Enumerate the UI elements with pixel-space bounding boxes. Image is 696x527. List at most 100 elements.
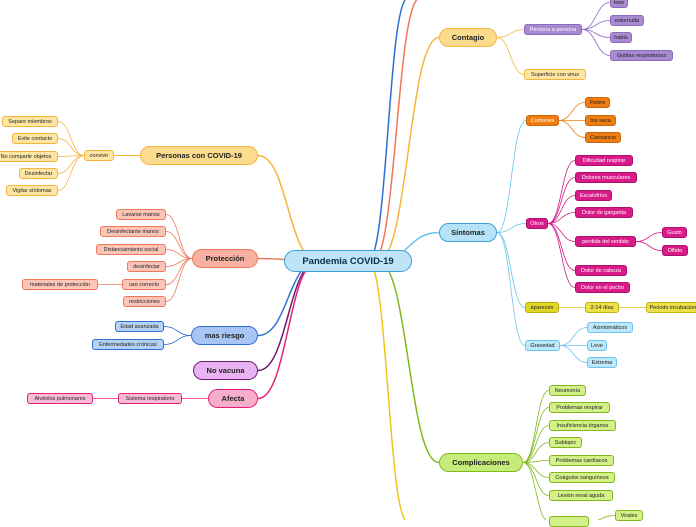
node-dolor-garganta[interactable]: Dolor de garganta <box>575 207 633 218</box>
node-desinfectante-manos[interactable]: Desinfectante manos <box>100 226 166 237</box>
link-node-desinfectante-manos <box>165 231 193 259</box>
node-problemas-cardiacos[interactable]: Problemas cardíacos <box>549 455 614 466</box>
branch-contagio[interactable]: Contagio <box>439 28 497 47</box>
node-alveolos[interactable]: Alvéolos pulmonares <box>27 393 93 404</box>
link-offscreen-salmon <box>372 0 419 262</box>
link-node-subtopic <box>522 442 550 463</box>
node-leve[interactable]: Leve <box>587 340 607 351</box>
link-node-dolor-pecho <box>547 223 576 288</box>
link-node-dolor-garganta <box>547 212 576 224</box>
node-cansancio[interactable]: Cansancio <box>585 132 621 143</box>
node-periodo-incubacion[interactable]: Periodo incubacion <box>646 302 696 313</box>
link-node-gotitas <box>581 29 611 56</box>
node-convivir[interactable]: convivir <box>84 150 114 161</box>
node-extrema[interactable]: Extrema <box>587 357 617 368</box>
node-enfermedades-cronicas[interactable]: Enfermedades crónicas <box>92 339 164 350</box>
link-node-restricciones <box>165 258 193 302</box>
node-restricciones[interactable]: restricciones <box>123 296 166 307</box>
node-fiebre[interactable]: Fiebre <box>585 97 610 108</box>
node-dolor-cabeza[interactable]: Dolor de cabeza <box>575 265 627 276</box>
node-no-compartir[interactable]: No compartir objetos <box>0 151 58 162</box>
node-vigilar-sintomas[interactable]: Vigilar síntomas <box>6 185 58 196</box>
node-otros[interactable]: Otros <box>526 218 548 229</box>
link-node-edad-avanzada <box>163 326 192 336</box>
link-node-dificultad-respirar <box>547 160 576 224</box>
node-materiales-proteccion[interactable]: materiales de protección <box>22 279 98 290</box>
link-node-virales <box>597 515 616 520</box>
link-branch-complicaciones <box>377 260 440 464</box>
link-node-separe-miembros <box>57 121 85 156</box>
branch-no-vacuna[interactable]: No vacuna <box>193 361 258 380</box>
node-sistema-respiratorio[interactable]: Sistema respiratorio <box>118 393 182 404</box>
link-node-extrema <box>559 345 588 363</box>
branch-proteccion[interactable]: Protección <box>192 249 258 268</box>
link-node-evite-contacto <box>57 138 85 156</box>
node-lesion-renal[interactable]: Lesión renal aguda <box>549 490 613 501</box>
node-asintomaticos[interactable]: Asintomáticos <box>587 322 633 333</box>
node-gotitas[interactable]: Gotitas respiratorias <box>610 50 673 61</box>
node-tose[interactable]: tose <box>610 0 628 8</box>
link-node-desinfectar-personas <box>57 155 85 174</box>
root-topic[interactable]: Pandemia COVID-19 <box>284 250 412 272</box>
node-2-14-dias[interactable]: 2-14 días <box>585 302 619 313</box>
link-node-fiebre <box>558 102 586 121</box>
node-escalofrios[interactable]: Escalofríos <box>575 190 612 201</box>
branch-personas-covid[interactable]: Personas con COVID-19 <box>140 146 258 165</box>
node-neumonia[interactable]: Neumonía <box>549 385 586 396</box>
link-node-asintomaticos <box>559 327 588 346</box>
node-dolores-musculares[interactable]: Dolores musculares <box>575 172 637 183</box>
link-node-dolor-cabeza <box>547 223 576 271</box>
link-node-gravedad <box>496 232 526 346</box>
node-perdida-sentido[interactable]: perdida del sentido <box>575 236 636 247</box>
node-comunes[interactable]: Comunes <box>526 115 559 126</box>
node-estornuda[interactable]: estornuda <box>610 15 644 26</box>
node-distanciamiento[interactable]: Distanciamiento social <box>96 244 166 255</box>
node-habla[interactable]: habla <box>610 32 632 43</box>
link-branch-personas-covid <box>257 154 319 262</box>
link-node-otros <box>496 223 527 233</box>
link-node-comunes <box>496 120 527 233</box>
node-evite-contacto[interactable]: Evite contacto <box>12 133 58 144</box>
node-persona-a-persona[interactable]: Persona a persona <box>524 24 582 35</box>
node-dificultad-respirar[interactable]: Dificultad respirar <box>575 155 633 166</box>
link-node-distanciamiento <box>165 249 193 259</box>
node-partial-bottom[interactable] <box>549 516 589 527</box>
node-desinfectar-personas[interactable]: Desinfectar <box>19 168 58 179</box>
link-node-tose <box>581 2 611 30</box>
node-desinfectar-proteccion[interactable]: desinfectar <box>127 261 166 272</box>
node-tos-seca[interactable]: tos seca <box>585 115 616 126</box>
node-insuficiencia-organos[interactable]: Insuficiencia órganos <box>549 420 616 431</box>
node-gusto[interactable]: Gusto <box>662 227 687 238</box>
link-node-dolores-musculares <box>547 177 576 224</box>
link-branch-no-vacuna <box>257 260 319 372</box>
link-offscreen-yellow <box>367 260 407 520</box>
node-aparecen[interactable]: aparecen <box>525 302 559 313</box>
node-olfato[interactable]: Olfato <box>662 245 688 256</box>
node-problemas-respirar[interactable]: Problemas respirar <box>549 402 610 413</box>
link-node-aparecen <box>496 232 526 308</box>
link-node-problemas-respirar <box>522 407 550 463</box>
node-dolor-pecho[interactable]: Dolor en el pecho <box>575 282 630 293</box>
node-coagulos[interactable]: Coágulos sanguíneos <box>549 472 615 483</box>
link-node-olfato <box>635 241 663 251</box>
link-node-superficie <box>496 37 525 75</box>
link-node-escalofrios <box>547 195 576 224</box>
node-uso-correcto[interactable]: uso correcto <box>122 279 166 290</box>
branch-complicaciones[interactable]: Complicaciones <box>439 453 523 472</box>
node-gravedad[interactable]: Gravedad <box>525 340 560 351</box>
node-separe-miembros[interactable]: Separe miembros <box>2 116 58 127</box>
node-superficie[interactable]: Superficie con virus <box>524 69 586 80</box>
branch-sintomas[interactable]: Síntomas <box>439 223 497 242</box>
link-node-partial-bottom <box>522 462 547 520</box>
branch-afecta[interactable]: Afecta <box>208 389 258 408</box>
link-node-insuficiencia-organos <box>522 425 550 463</box>
node-edad-avanzada[interactable]: Edad avanzada <box>115 321 164 332</box>
link-node-vigilar-sintomas <box>57 155 85 191</box>
node-lavarse-manos[interactable]: Lavarse manos <box>116 209 166 220</box>
branch-mas-riesgo[interactable]: mas riesgo <box>191 326 258 345</box>
link-node-cansancio <box>558 120 586 138</box>
node-subtopic[interactable]: Subtopic <box>549 437 582 448</box>
link-offscreen-blue <box>367 0 407 262</box>
node-virales[interactable]: Virales <box>615 510 643 521</box>
link-node-enfermedades-cronicas <box>163 335 192 345</box>
